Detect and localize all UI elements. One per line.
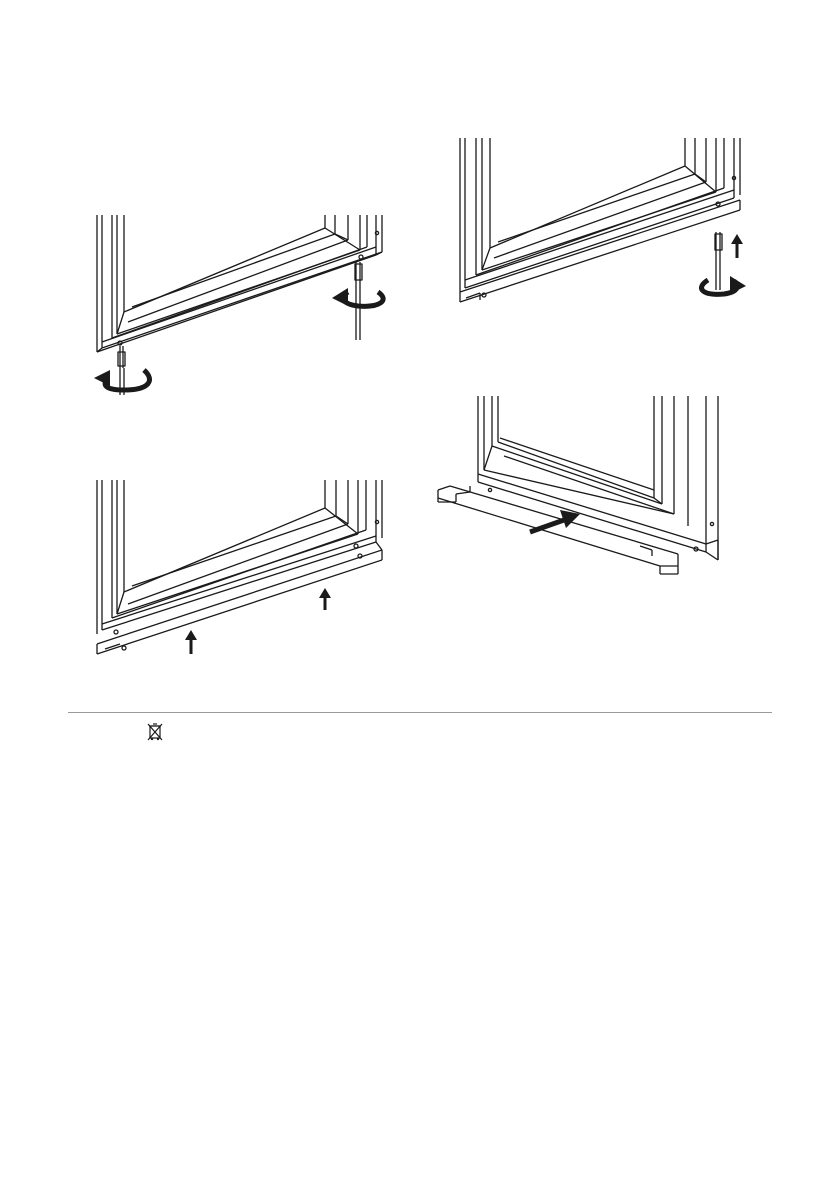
door-bottom-unscrew-drawing: [80, 200, 400, 410]
up-arrow-icon: [185, 630, 197, 654]
rotate-arrow-icon: [332, 288, 383, 306]
push-arrow-icon: [530, 510, 580, 532]
section-divider: [68, 712, 772, 713]
illustration-step-3: [80, 472, 400, 672]
illustration-step-4: [430, 390, 750, 590]
up-arrow-icon: [319, 588, 331, 610]
up-arrow-icon: [731, 234, 743, 258]
rotate-arrow-icon: [94, 370, 149, 390]
weee-crossed-bin-icon: [146, 722, 164, 742]
rotate-arrow-icon: [701, 276, 746, 294]
door-bottom-rail-lift-drawing: [80, 472, 400, 672]
illustration-step-2: [440, 130, 760, 330]
door-bottom-rail-slide-drawing: [430, 390, 750, 590]
door-bottom-lift-drawing: [440, 130, 760, 330]
illustration-step-1: [80, 200, 400, 410]
